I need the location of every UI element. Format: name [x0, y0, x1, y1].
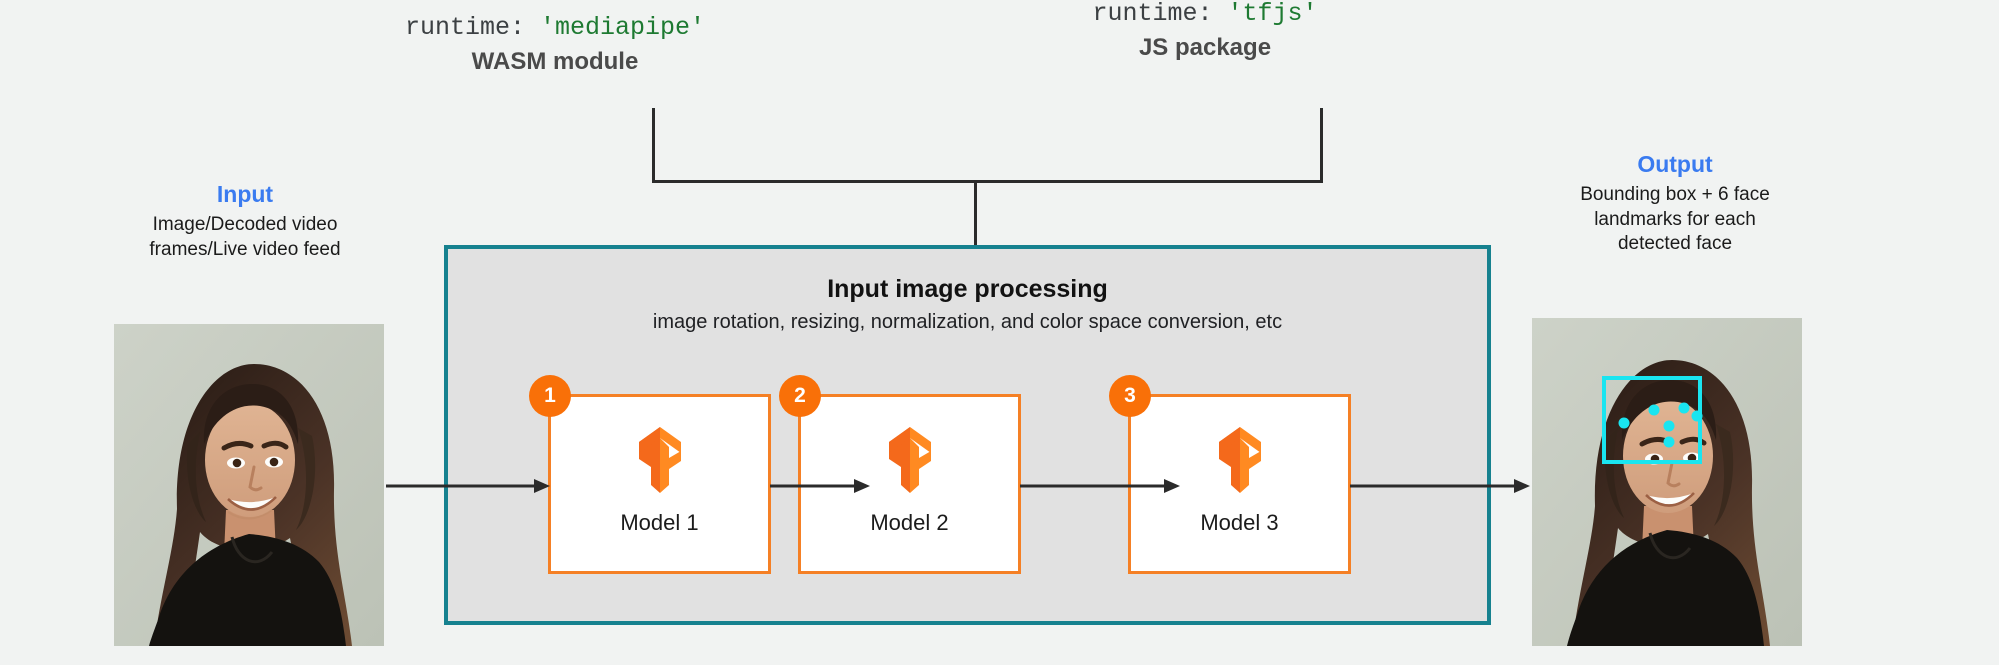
runtime-label-tfjs: runtime: 'tfjs' JS package: [1040, 0, 1370, 61]
model-badge-3: 3: [1109, 375, 1151, 417]
model-badge-2: 2: [779, 375, 821, 417]
tensorflow-logo-icon: [879, 425, 941, 500]
runtime-code-mediapipe: runtime: 'mediapipe': [390, 13, 720, 43]
face-landmarks: [1618, 402, 1703, 448]
processing-title: Input image processing: [827, 275, 1108, 303]
arrow-model-3-to-output: [1350, 477, 1530, 495]
model-label-3: Model 3: [1200, 510, 1279, 535]
input-photo: [114, 324, 384, 646]
output-caption: Output Bounding box + 6 face landmarks f…: [1530, 150, 1820, 257]
output-desc-line-3: detected face: [1617, 233, 1733, 255]
model-card-3[interactable]: 3 Model 3: [1109, 375, 1351, 574]
connector-left-drop: [652, 108, 655, 183]
runtime-kind-wasm: WASM module: [471, 47, 639, 75]
runtime-code-prefix: runtime:: [404, 13, 540, 42]
model-badge-1: 1: [529, 375, 571, 417]
processing-subtitle: image rotation, resizing, normalization,…: [652, 311, 1283, 333]
runtime-code-value: 'tfjs': [1227, 0, 1318, 28]
runtime-code-prefix: runtime:: [1092, 0, 1228, 28]
connector-stem-to-processing: [974, 180, 977, 247]
connector-horizontal-bar: [652, 180, 1323, 183]
runtime-label-mediapipe: runtime: 'mediapipe' WASM module: [390, 13, 720, 75]
output-title: Output: [1637, 151, 1713, 177]
output-photo-illustration: [1532, 318, 1802, 646]
model-card-2[interactable]: 2 Model 2: [779, 375, 1021, 574]
output-desc-line-2: landmarks for each: [1594, 208, 1756, 230]
tensorflow-logo-icon: [629, 425, 691, 500]
input-desc-line-1: Image/Decoded video: [152, 213, 338, 235]
input-title: Input: [216, 181, 274, 207]
input-image-processing-container: Input image processing image rotation, r…: [444, 245, 1491, 625]
model-label-1: Model 1: [620, 510, 699, 535]
input-photo-illustration: [114, 324, 384, 646]
tensorflow-logo-icon: [1209, 425, 1271, 500]
connector-right-drop: [1320, 108, 1323, 183]
runtime-code-tfjs: runtime: 'tfjs': [1040, 0, 1370, 29]
input-desc-line-2: frames/Live video feed: [149, 238, 341, 260]
model-card-1[interactable]: 1 Model 1: [529, 375, 771, 574]
arrow-input-to-model-1: [386, 477, 550, 495]
arrow-model-2-to-model-3: [1020, 477, 1180, 495]
model-label-2: Model 2: [870, 510, 949, 535]
runtime-code-value: 'mediapipe': [540, 13, 706, 42]
output-desc-line-1: Bounding box + 6 face: [1580, 183, 1770, 205]
arrow-model-1-to-model-2: [770, 477, 870, 495]
input-caption: Input Image/Decoded video frames/Live vi…: [110, 180, 380, 262]
output-photo: [1532, 318, 1802, 646]
runtime-kind-js: JS package: [1138, 33, 1272, 61]
